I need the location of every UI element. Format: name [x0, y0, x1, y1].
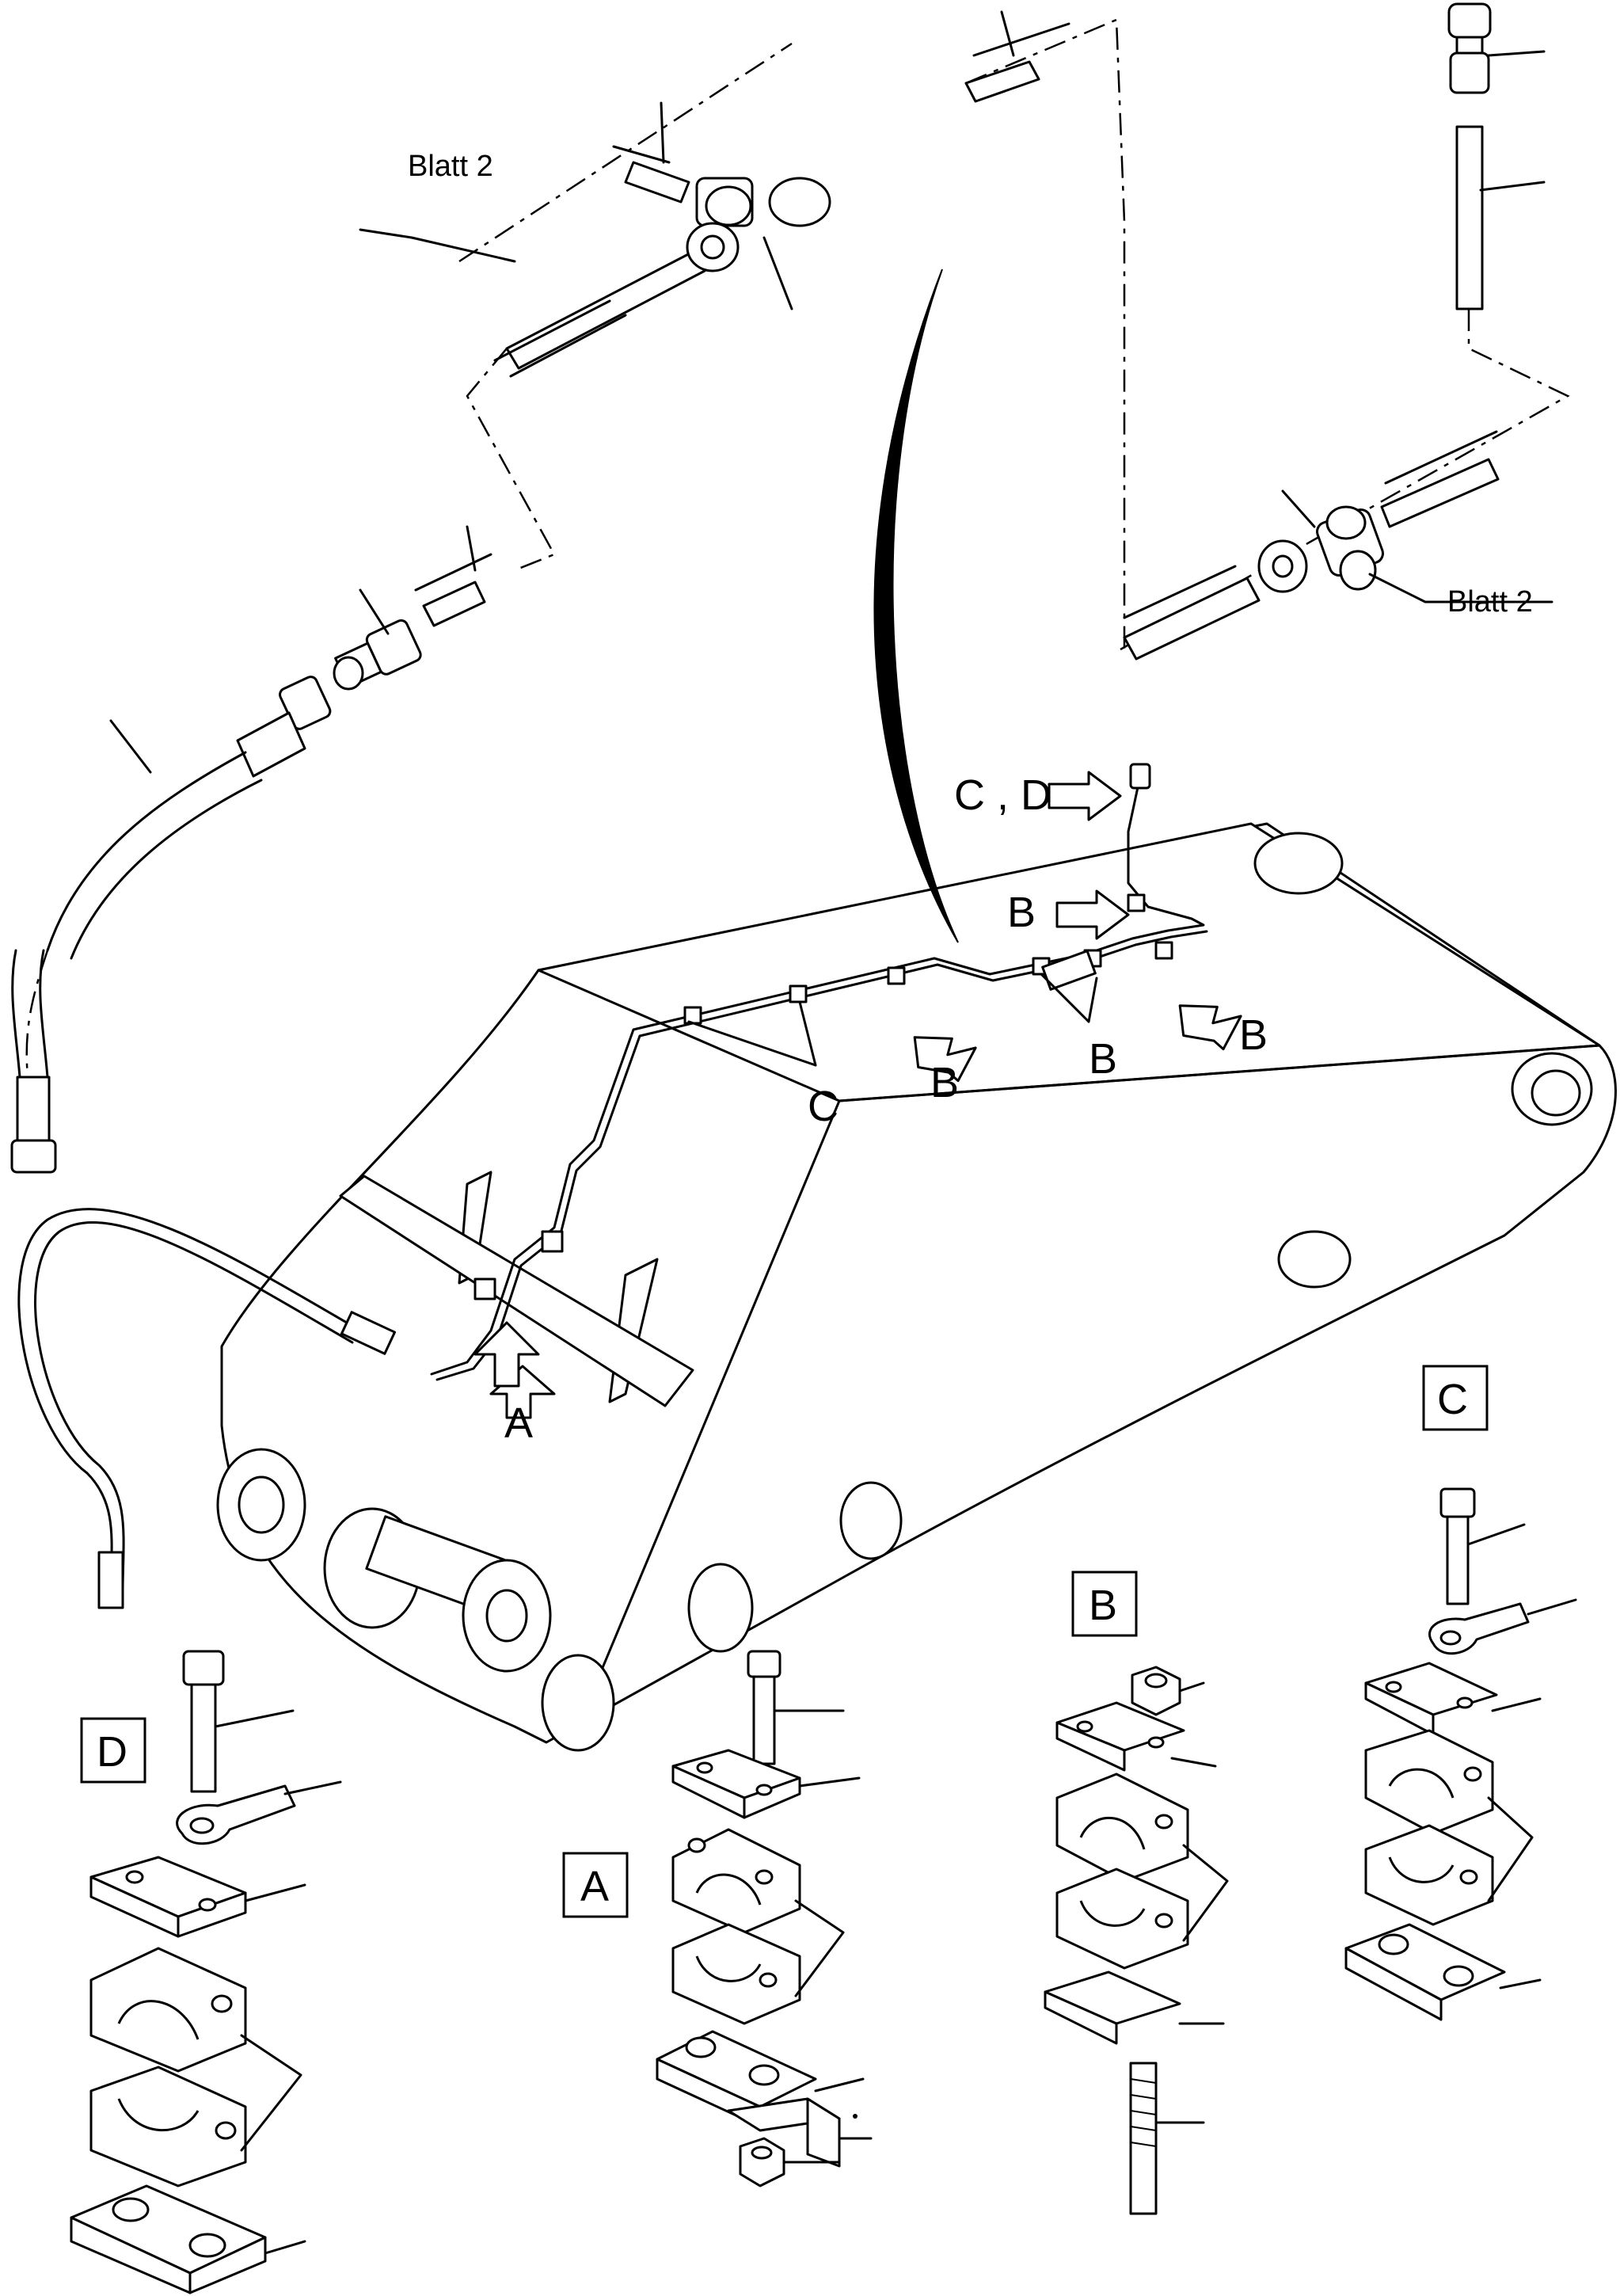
nut-icon [1131, 1666, 1181, 1716]
base-plate-icon [1344, 1923, 1506, 2021]
clamp-plate-icon [671, 1749, 801, 1819]
clamp-plate-icon [1055, 1701, 1185, 1772]
callout-a: A [504, 1399, 533, 1447]
detail-a-title: A [580, 1863, 609, 1910]
bolt-icon [747, 1650, 781, 1765]
detail-d [70, 1650, 342, 2294]
detail-a-box [562, 1852, 629, 1918]
detail-c-box [1422, 1365, 1489, 1431]
blatt-label-right: Blatt 2 [1447, 585, 1533, 619]
washer-tab-icon [176, 1784, 296, 1845]
clamp-half-icon [671, 1828, 801, 1934]
callout-b-1: B [1007, 889, 1036, 936]
clamp-half-icon [1364, 1729, 1494, 1835]
base-plate-icon [70, 2184, 267, 2294]
bolt-icon [1439, 1487, 1476, 1605]
washer-tab-icon [1428, 1602, 1530, 1655]
boom-pipe-run [17, 268, 1208, 1609]
detail-b-box [1071, 1571, 1138, 1637]
boom-lug-icon [216, 1448, 903, 1752]
detail-b-title: B [1089, 1582, 1117, 1629]
callout-b-3: B [1089, 1035, 1117, 1083]
upper-tee-assembly [359, 10, 1126, 649]
right-tee-assembly [1120, 2, 1570, 661]
detail-c-title: C [1437, 1376, 1468, 1423]
callout-b-2: B [930, 1059, 959, 1106]
detail-b [1044, 1666, 1229, 2215]
hose-fitting-icon [236, 676, 332, 778]
callout-c-d: C , D [954, 771, 1051, 819]
clamp-half-icon [89, 1947, 247, 2073]
callout-b-4: B [1239, 1011, 1268, 1059]
boom-body [216, 822, 1617, 1752]
clamp-plate-icon [89, 1856, 247, 1938]
bolt-icon [182, 1650, 225, 1793]
clamp-half-icon [1055, 1772, 1189, 1883]
threaded-stud-icon [1129, 2062, 1158, 2215]
quick-coupling-icon [333, 619, 422, 691]
end-fitting-icon [1129, 763, 1151, 790]
hose-coupling-assembly [10, 525, 492, 1174]
pointer-arrow-icon [473, 771, 1242, 1419]
detail-a [656, 1650, 873, 2187]
callout-c: C [808, 1083, 839, 1130]
clamp-half-icon [1055, 1868, 1189, 1970]
nut-icon [739, 2137, 785, 2187]
angle-bracket-icon [727, 2097, 841, 2168]
clamp-plate-icon [1364, 1662, 1498, 1736]
tee-fitting-icon [686, 177, 831, 272]
tee-fitting-icon [1257, 505, 1384, 593]
detail-d-box [80, 1717, 146, 1784]
clamp-half-icon [671, 1923, 801, 2025]
detail-d-title: D [97, 1728, 127, 1776]
fitting-nut-icon [1447, 2, 1492, 94]
clamp-plate-icon [1044, 1970, 1181, 2045]
clamp-half-icon [1364, 1824, 1494, 1926]
clamp-half-icon [89, 2066, 247, 2187]
blatt-label-top: Blatt 2 [408, 150, 493, 183]
detail-c [1344, 1487, 1577, 2021]
